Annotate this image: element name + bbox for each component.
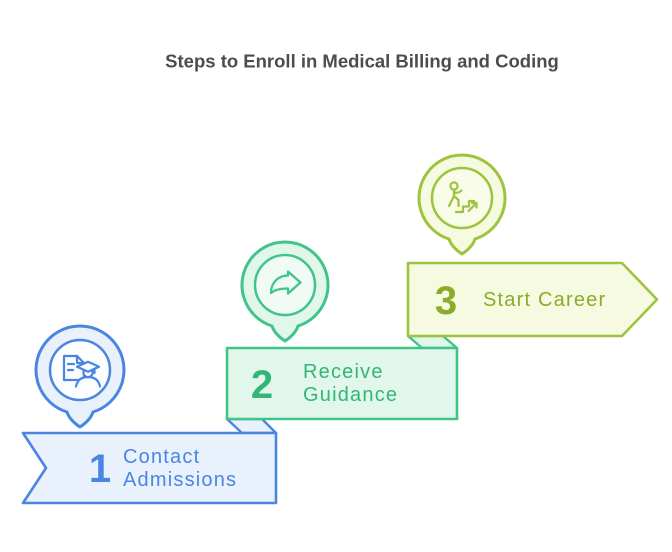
graduate-certificate-icon [62,354,102,388]
step-2-number: 2 [251,363,273,407]
step-1-label-line2: Admissions [123,469,237,491]
step-2-label-line2: Guidance [303,384,398,406]
step-3-label-line1: Start Career [483,289,606,311]
page-title: Steps to Enroll in Medical Billing and C… [165,51,559,72]
step-2-group: 2 Receive Guidance [225,240,459,421]
forward-arrow-icon [269,270,302,295]
step-2-banner [225,346,459,421]
step-1-label-line1: Contact [123,446,200,468]
step-2-label-line1: Receive [303,361,384,383]
step-1-banner [21,431,278,505]
step-1-ribbon-fold [225,417,278,435]
step-3-number: 3 [435,279,457,323]
step-1-group: 1 Contact Admissions [21,324,278,505]
step-2-ribbon-fold [406,334,459,350]
step-2-pin [240,240,330,343]
step-3-banner [406,261,659,338]
step-3-pin [417,153,507,256]
step-1-number: 1 [89,447,111,491]
step-3-group: 3 Start Career [406,153,659,338]
career-growth-stairs-icon [447,181,478,214]
step-1-pin [34,324,126,429]
step-3-pin-inner-circle [430,166,494,230]
